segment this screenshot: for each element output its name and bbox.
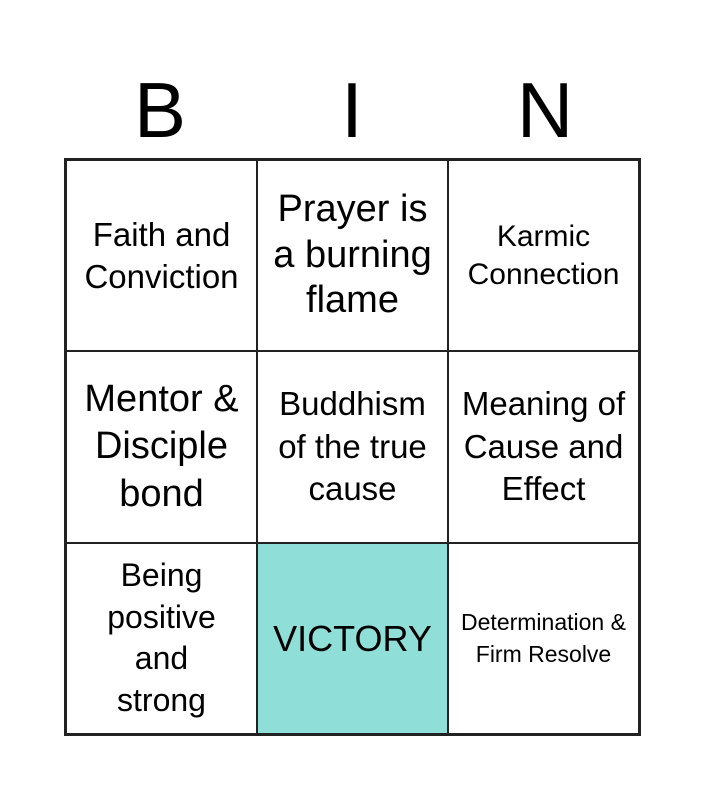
bingo-cell[interactable]: Prayer is a burning flame xyxy=(257,160,448,352)
bingo-cell[interactable]: Determination & Firm Resolve xyxy=(448,542,639,734)
bingo-cell[interactable]: Faith and Conviction xyxy=(66,160,257,352)
header-letter-i: I xyxy=(341,66,363,154)
bingo-cell[interactable]: Meaning of Cause and Effect xyxy=(448,351,639,543)
free-space-cell[interactable]: VICTORY xyxy=(257,542,448,734)
header-letter-n: N xyxy=(516,66,574,154)
bingo-cell[interactable]: Karmic Connection xyxy=(448,160,639,352)
bingo-cell[interactable]: Being positive and strong xyxy=(66,542,257,734)
bingo-grid: Faith and Conviction Prayer is a burning… xyxy=(64,158,641,736)
header-letter-b: B xyxy=(133,66,187,154)
bingo-cell[interactable]: Buddhism of the true cause xyxy=(257,351,448,543)
bingo-cell[interactable]: Mentor & Disciple bond xyxy=(66,351,257,543)
